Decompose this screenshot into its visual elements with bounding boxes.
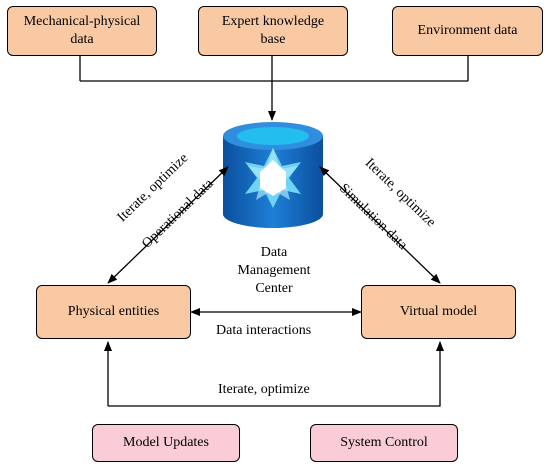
expert-knowledge-base-label: Expert knowledge base [221,14,325,47]
data-interactions-label: Data interactions [216,323,312,338]
system-control-label: System Control [340,435,428,450]
environment-data-box: Environment data [392,6,543,56]
right-diagonal-arrow [319,166,441,284]
model-updates-box: Model Updates [92,424,240,462]
crystal-star-icon [245,148,301,208]
physical-entities-label: Physical entities [67,304,160,319]
data-management-center-label: Data Management Center [237,245,311,296]
mechanical-physical-data-box: Mechanical-physical data [7,6,157,56]
database-cylinder-icon [223,122,323,228]
left-diagonal-arrow [107,166,229,284]
system-control-box: System Control [310,424,458,462]
mechanical-physical-data-label: Mechanical-physical data [23,14,141,47]
input-merge-lines [79,56,469,121]
environment-data-label: Environment data [417,23,518,38]
virtual-model-label: Virtual model [399,304,478,319]
bottom-loop-arrow [104,341,444,407]
model-updates-label: Model Updates [123,435,209,450]
physical-entities-box: Physical entities [36,285,191,339]
expert-knowledge-base-box: Expert knowledge base [198,6,348,56]
virtual-model-box: Virtual model [361,285,516,339]
bottom-iterate-optimize-label: Iterate, optimize [218,382,310,397]
